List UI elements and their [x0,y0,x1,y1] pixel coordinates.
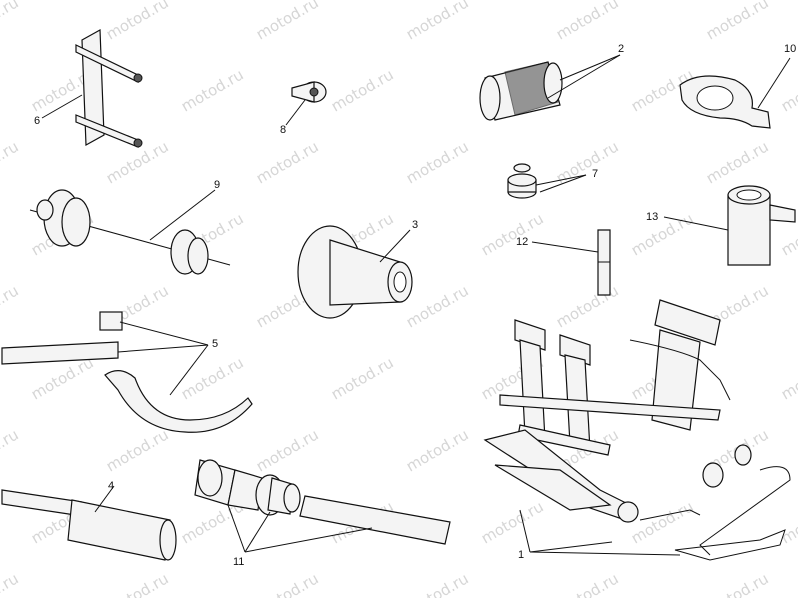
tool-11-bearing-drift [194,459,451,553]
watermark-text: motod.ru [703,137,772,187]
watermark-text: motod.ru [553,569,622,598]
callout-2: 2 [618,43,624,55]
watermark-text: motod.ru [403,569,472,598]
tool-1-stand-and-jack [483,299,791,561]
watermark-text: motod.ru [178,353,247,403]
tool-4-drift [1,485,177,561]
watermark-text: motod.ru [178,65,247,115]
watermark-text: motod.ru [0,569,22,598]
watermark-text: motod.ru [0,0,22,43]
watermark-text: motod.ru [403,281,472,331]
tool-12-pin [531,229,611,296]
watermark-text: motod.ru [703,0,772,43]
watermark-text: motod.ru [328,353,397,403]
watermark-text: motod.ru [628,209,697,259]
watermark-text: motod.ru [0,281,22,331]
watermark-text: motod.ru [478,497,547,547]
watermark-text: motod.ru [553,281,622,331]
callout-3: 3 [412,219,418,231]
tool-5-bar-and-c-spanner [1,311,253,433]
callout-4: 4 [108,480,114,492]
watermark-text: motod.ru [328,65,397,115]
callout-7: 7 [592,168,598,180]
tool-13-cylinder-tool [663,185,796,266]
watermark-text: motod.ru [628,497,697,547]
watermark-text: motod.ru [0,425,22,475]
watermark-text: motod.ru [103,425,172,475]
watermark-text: motod.ru [253,569,322,598]
watermark-text: motod.ru [478,209,547,259]
tool-6-plate-with-pins [41,29,143,148]
watermark-text: motod.ru [553,0,622,43]
watermark-text: motod.ru [253,0,322,43]
watermark-text: motod.ru [778,497,798,547]
watermark-text: motod.ru [778,353,798,403]
tool-7-stepped-socket [507,163,587,199]
tool-3-adapter [297,225,413,319]
callout-5: 5 [212,338,218,350]
watermark-text: motod.ru [253,137,322,187]
callout-8: 8 [280,124,286,136]
callout-10: 10 [784,43,796,55]
callout-6: 6 [34,115,40,127]
callout-13: 13 [646,211,658,223]
watermark-text: motod.ru [403,137,472,187]
watermark-text: motod.ru [103,569,172,598]
callout-11: 11 [233,556,244,568]
callout-1: 1 [518,549,524,561]
callout-12: 12 [516,236,528,248]
tool-8-small-socket [285,81,327,126]
tool-2-sleeve [479,54,621,121]
watermark-text: motod.ru [403,0,472,43]
watermark-text: motod.ru [103,0,172,43]
tool-10-ring-spanner [679,57,791,129]
tool-9-puller [29,189,231,275]
watermark-text: motod.ru [0,137,22,187]
callout-9: 9 [214,179,220,191]
watermark-text: motod.ru [403,425,472,475]
watermark-text: motod.ru [703,569,772,598]
watermark-text: motod.ru [253,425,322,475]
